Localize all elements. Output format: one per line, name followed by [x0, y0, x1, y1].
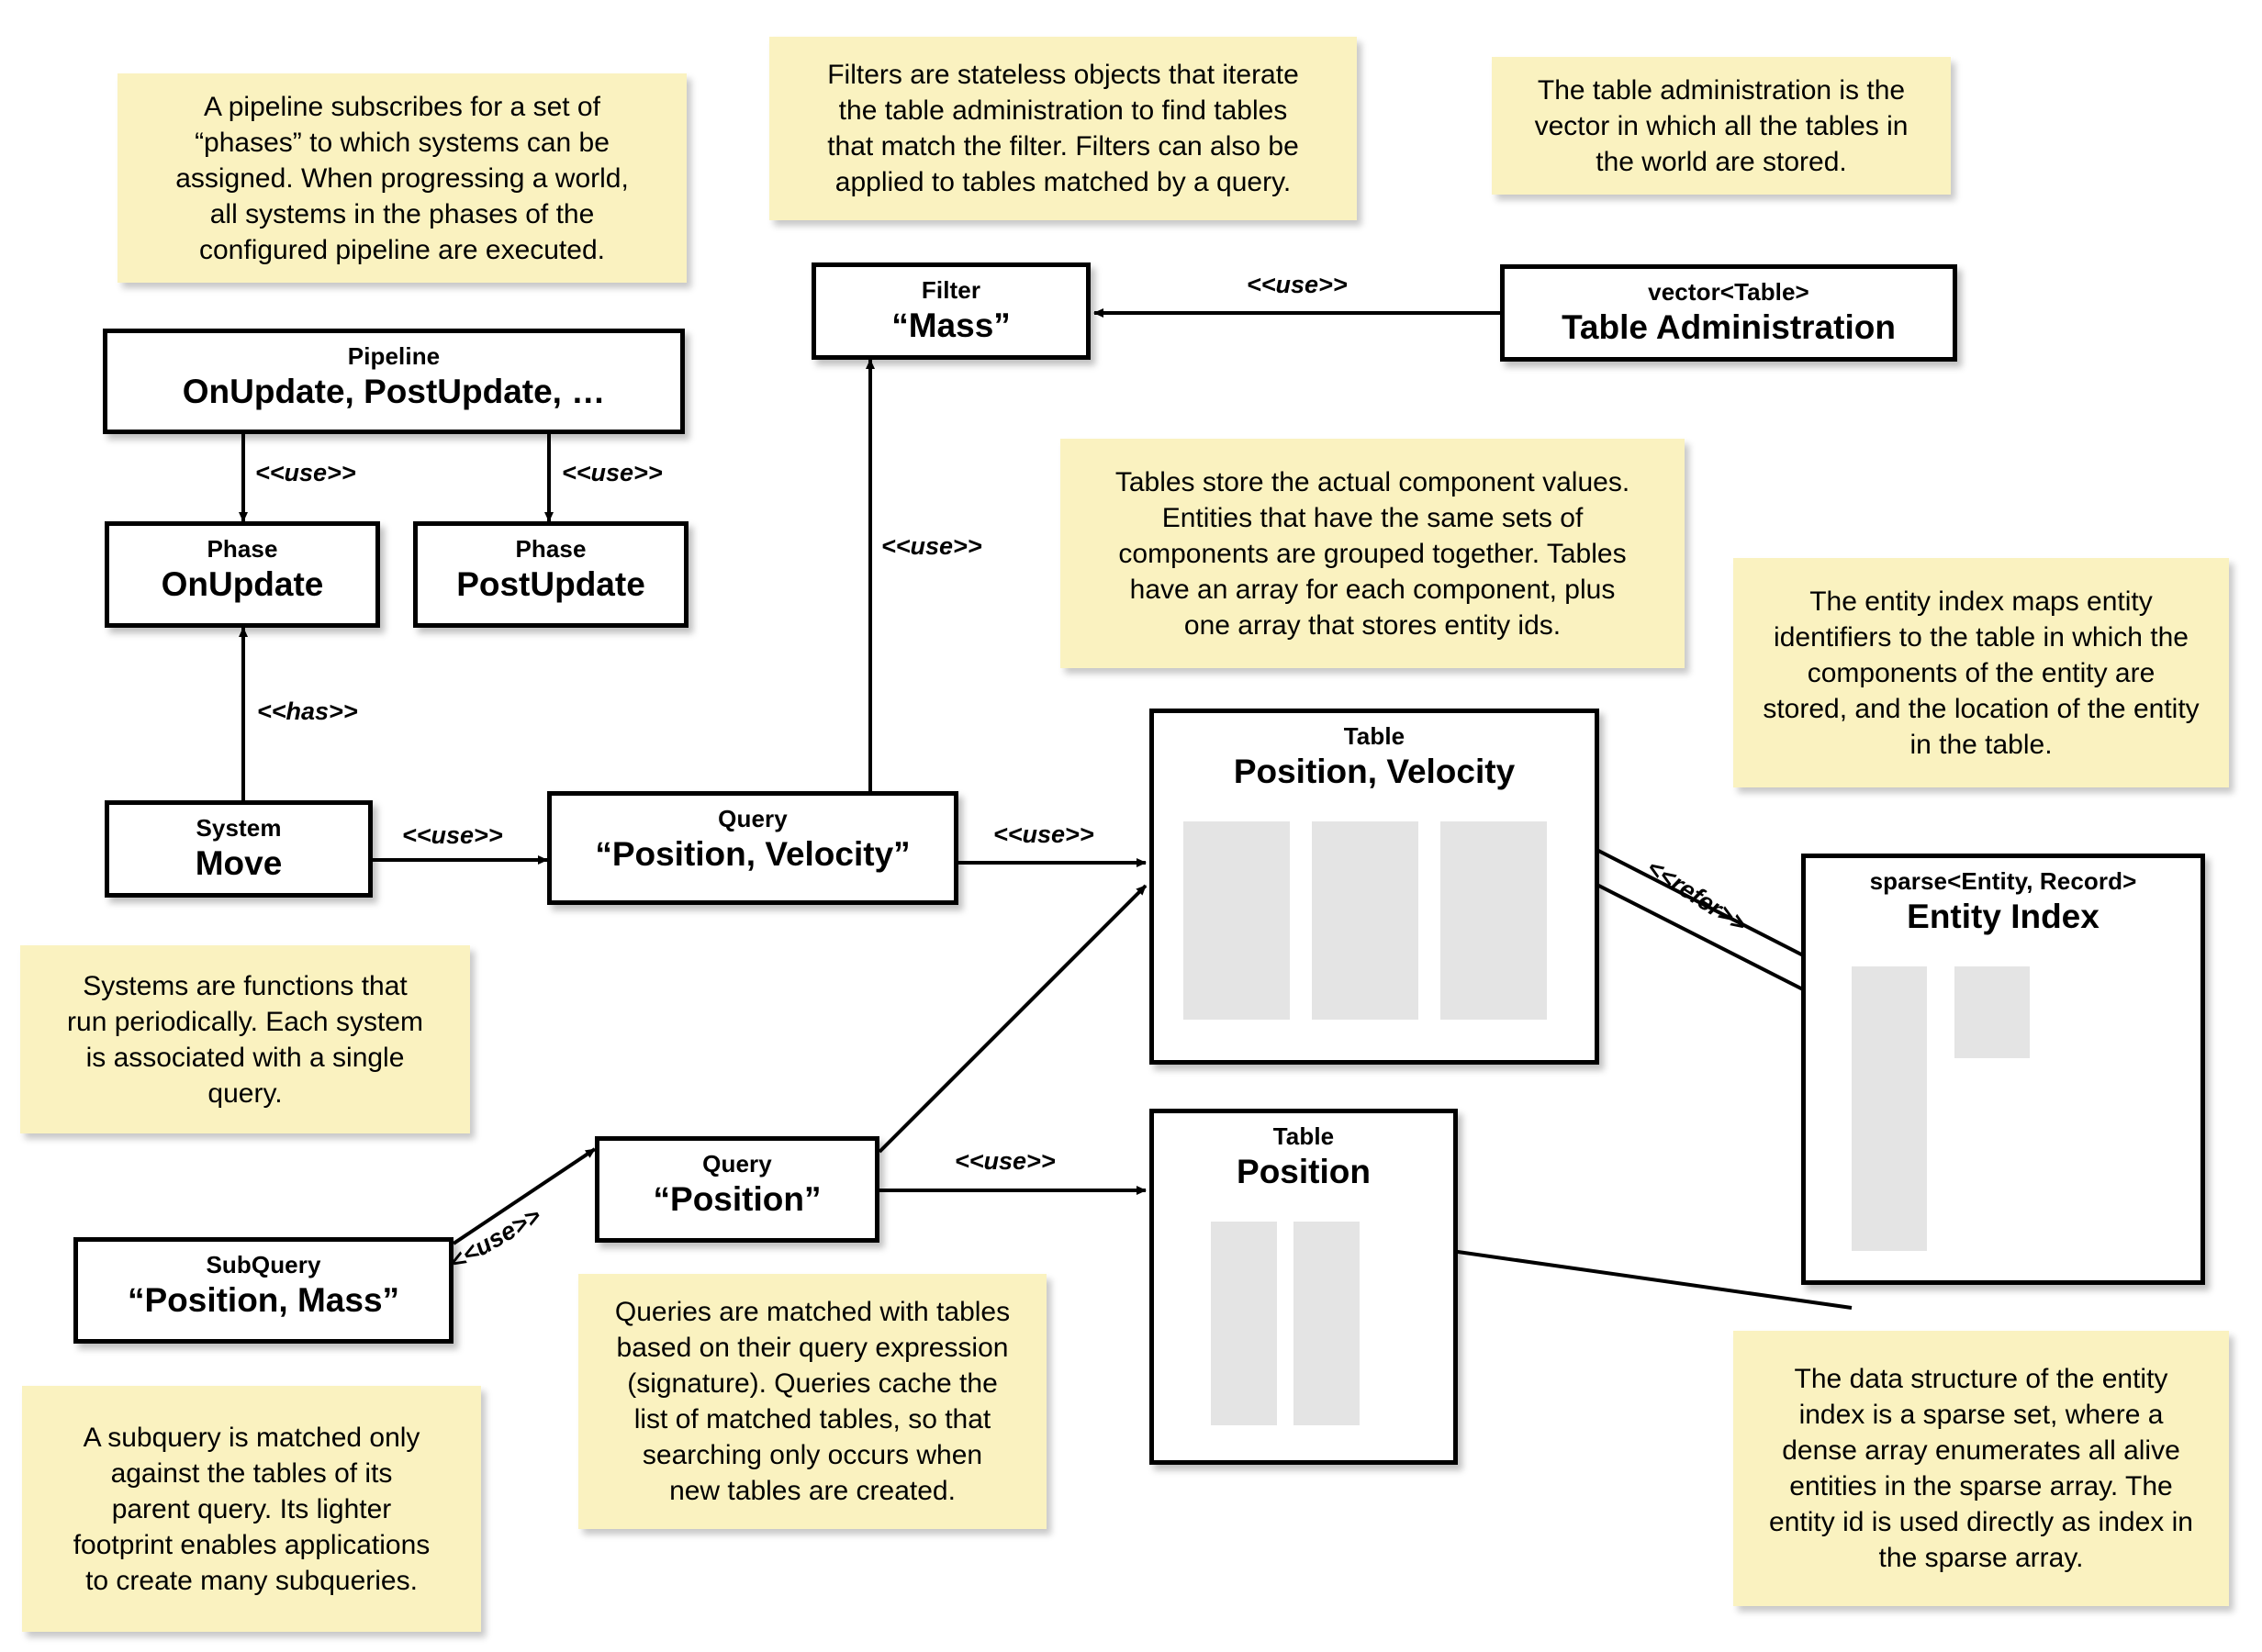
box-filter-mass[interactable]: Filter “Mass”: [812, 262, 1091, 360]
box-query-position-velocity[interactable]: Query “Position, Velocity”: [547, 791, 958, 905]
note-tables: Tables store the actual component values…: [1060, 439, 1685, 668]
box-phase-postupdate-stereotype: Phase: [515, 535, 587, 563]
box-table-position-velocity-name: Position, Velocity: [1233, 752, 1516, 790]
note-systems: Systems are functions that run periodica…: [20, 945, 470, 1133]
box-system-move-name: Move: [195, 843, 283, 882]
box-subquery-stereotype: SubQuery: [206, 1251, 321, 1278]
label-system-uses-query: <<use>>: [402, 821, 503, 849]
box-phase-postupdate[interactable]: Phase PostUpdate: [413, 521, 689, 628]
label-subquery-uses-query: <<use>>: [444, 1201, 546, 1277]
table-posvel-column-1: [1183, 821, 1290, 1020]
note-table-administration: The table administration is the vector i…: [1492, 57, 1951, 195]
table-posvel-column-3: [1440, 821, 1547, 1020]
box-entity-index[interactable]: sparse<Entity, Record> Entity Index: [1801, 854, 2205, 1285]
entity-index-sparse-array: [1954, 966, 2030, 1058]
note-queries: Queries are matched with tables based on…: [578, 1274, 1047, 1529]
box-filter-mass-name: “Mass”: [891, 306, 1011, 344]
table-pos-column-1: [1211, 1222, 1277, 1425]
entity-index-dense-array: [1852, 966, 1927, 1251]
box-entity-index-stereotype: sparse<Entity, Record>: [1869, 867, 2137, 895]
label-query-uses-filter: <<use>>: [881, 532, 982, 560]
note-sparse-set: The data structure of the entity index i…: [1733, 1331, 2229, 1606]
box-query-position-velocity-name: “Position, Velocity”: [595, 834, 911, 873]
box-table-administration[interactable]: vector<Table> Table Administration: [1500, 264, 1957, 362]
box-table-position-velocity-stereotype: Table: [1343, 722, 1405, 750]
box-filter-mass-stereotype: Filter: [921, 276, 981, 304]
note-entity-index: The entity index maps entity identifiers…: [1733, 558, 2229, 787]
label-system-has-phase: <<has>>: [257, 698, 358, 725]
label-query-uses-table: <<use>>: [993, 820, 1094, 848]
box-pipeline-stereotype: Pipeline: [347, 342, 441, 370]
note-subquery: A subquery is matched only against the t…: [22, 1386, 481, 1632]
box-table-administration-name: Table Administration: [1562, 307, 1896, 346]
box-phase-onupdate[interactable]: Phase OnUpdate: [105, 521, 380, 628]
label-querypos-uses-table: <<use>>: [955, 1147, 1056, 1175]
label-pipeline-to-onupdate: <<use>>: [255, 459, 356, 486]
table-pos-column-2: [1293, 1222, 1360, 1425]
box-table-position-stereotype: Table: [1272, 1122, 1335, 1150]
label-pipeline-to-postupdate: <<use>>: [562, 459, 663, 486]
box-table-administration-stereotype: vector<Table>: [1648, 278, 1809, 306]
box-pipeline[interactable]: Pipeline OnUpdate, PostUpdate, …: [103, 329, 685, 434]
note-pipeline: A pipeline subscribes for a set of “phas…: [118, 73, 687, 283]
box-system-move-stereotype: System: [196, 814, 282, 842]
edge-index-to-table-pos: [1431, 1245, 1853, 1310]
label-index-refers-table: <<refer>>: [1641, 854, 1752, 939]
box-system-move[interactable]: System Move: [105, 800, 373, 898]
table-posvel-column-2: [1312, 821, 1418, 1020]
edge-querypos-to-table-posvel: [878, 884, 1148, 1154]
box-phase-onupdate-name: OnUpdate: [161, 564, 324, 603]
label-admin-uses-filter: <<use>>: [1247, 271, 1348, 298]
note-filter: Filters are stateless objects that itera…: [769, 37, 1357, 220]
box-phase-onupdate-stereotype: Phase: [207, 535, 278, 563]
box-query-position[interactable]: Query “Position”: [595, 1136, 879, 1243]
box-phase-postupdate-name: PostUpdate: [456, 564, 645, 603]
box-query-position-velocity-stereotype: Query: [718, 805, 788, 832]
box-subquery-position-mass[interactable]: SubQuery “Position, Mass”: [73, 1237, 454, 1344]
box-subquery-name: “Position, Mass”: [127, 1280, 400, 1319]
box-table-position-name: Position: [1237, 1152, 1371, 1190]
box-entity-index-name: Entity Index: [1907, 897, 2100, 935]
box-table-position[interactable]: Table Position: [1149, 1109, 1458, 1465]
box-query-position-stereotype: Query: [702, 1150, 772, 1178]
box-query-position-name: “Position”: [653, 1179, 822, 1218]
box-pipeline-name: OnUpdate, PostUpdate, …: [182, 372, 606, 410]
box-table-position-velocity[interactable]: Table Position, Velocity: [1149, 709, 1599, 1065]
